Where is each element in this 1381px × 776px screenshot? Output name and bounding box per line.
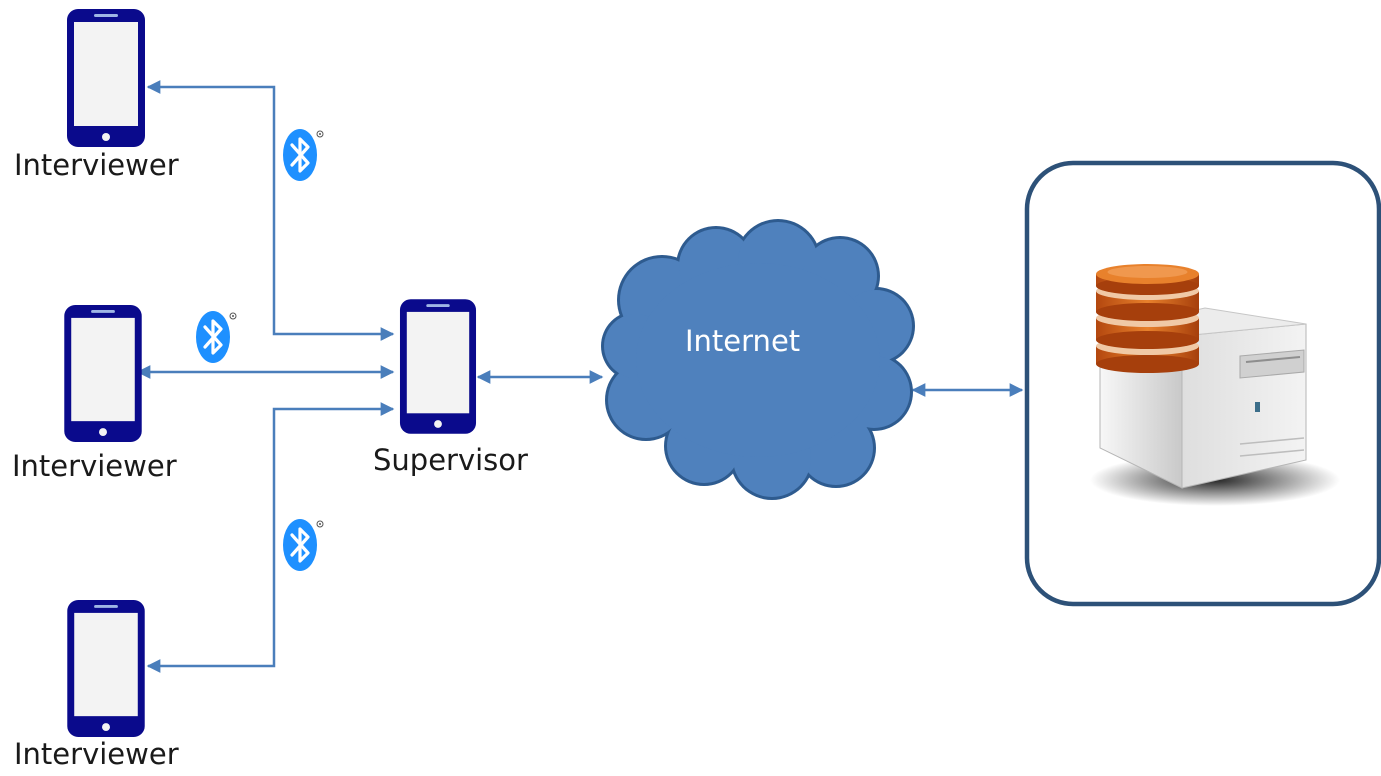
link-supervisor-to-interviewer-top <box>146 80 395 341</box>
smartphone-icon <box>64 304 142 443</box>
smartphone-icon <box>67 599 145 738</box>
internet-label: Internet <box>685 324 801 358</box>
bluetooth-icon <box>281 517 325 573</box>
bluetooth-icon <box>194 309 238 365</box>
database-server-icon <box>1090 264 1340 506</box>
smartphone-icon <box>399 299 477 434</box>
cloud-icon <box>601 219 915 500</box>
link-supervisor-to-interviewer-bottom <box>146 402 395 673</box>
interviewer-bottom-label: Interviewer <box>14 737 179 771</box>
bluetooth-icon <box>281 127 325 183</box>
interviewer-top-label: Interviewer <box>14 148 179 182</box>
supervisor-label: Supervisor <box>373 443 528 477</box>
interviewer-middle-label: Interviewer <box>12 449 177 483</box>
smartphone-icon <box>67 9 145 147</box>
